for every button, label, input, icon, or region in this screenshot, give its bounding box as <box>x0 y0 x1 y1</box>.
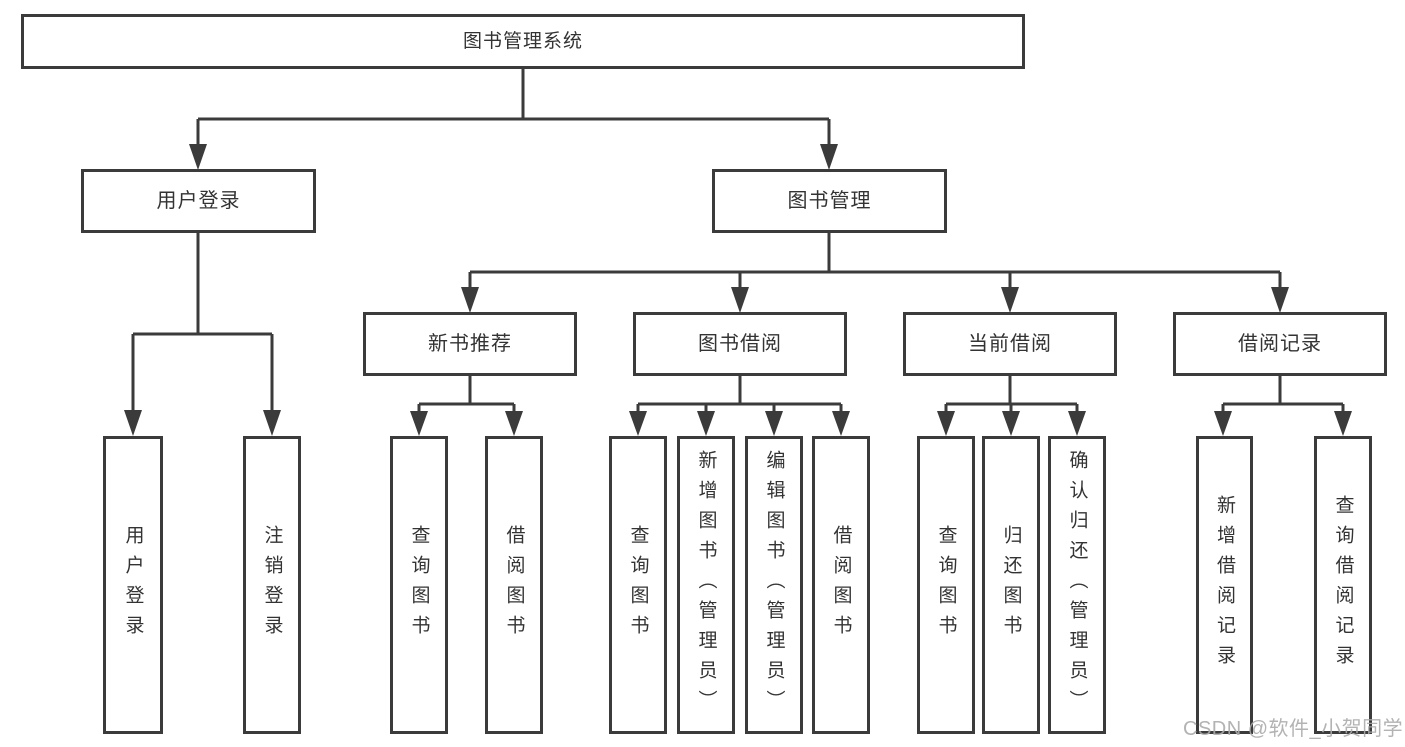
arrowhead <box>505 411 523 436</box>
arrowhead <box>124 410 142 436</box>
arrowhead <box>765 411 783 436</box>
csdn-watermark: CSDN @软件_小贺同学 <box>1183 718 1404 740</box>
arrowhead <box>629 411 647 436</box>
arrowhead <box>410 411 428 436</box>
arrowhead <box>189 144 207 170</box>
node-borrowing-records: 借阅记录 <box>1173 312 1387 376</box>
leaf-add-books-admin: 新增图书（管理员） <box>677 436 735 734</box>
arrowhead <box>1271 287 1289 313</box>
node-current-borrowing: 当前借阅 <box>903 312 1117 376</box>
arrowhead <box>263 410 281 436</box>
arrowhead <box>1068 411 1086 436</box>
leaf-borrow-books-recommend: 借阅图书 <box>485 436 543 734</box>
leaf-return-books: 归还图书 <box>982 436 1040 734</box>
leaf-query-books-current: 查询图书 <box>917 436 975 734</box>
node-user-login-branch: 用户登录 <box>81 169 316 233</box>
leaf-query-borrow-record: 查询借阅记录 <box>1314 436 1372 734</box>
leaf-add-borrow-record: 新增借阅记录 <box>1196 436 1253 734</box>
arrowhead <box>697 411 715 436</box>
leaf-query-books-recommend: 查询图书 <box>390 436 448 734</box>
arrowhead <box>731 287 749 313</box>
leaf-confirm-return-admin: 确认归还（管理员） <box>1048 436 1106 734</box>
node-book-borrowing: 图书借阅 <box>633 312 847 376</box>
leaf-edit-books-admin: 编辑图书（管理员） <box>745 436 803 734</box>
arrowhead <box>1334 411 1352 436</box>
arrowhead <box>1214 411 1232 436</box>
arrowhead <box>937 411 955 436</box>
node-root-system: 图书管理系统 <box>21 14 1025 69</box>
arrowhead <box>832 411 850 436</box>
arrowhead <box>1002 411 1020 436</box>
node-book-management-branch: 图书管理 <box>712 169 947 233</box>
arrowhead <box>820 144 838 170</box>
arrowhead <box>461 287 479 313</box>
leaf-logout: 注销登录 <box>243 436 301 734</box>
leaf-user-login: 用户登录 <box>103 436 163 734</box>
leaf-query-books-borrowing: 查询图书 <box>609 436 667 734</box>
leaf-borrow-books: 借阅图书 <box>812 436 870 734</box>
arrowhead <box>1001 287 1019 313</box>
node-new-book-recommend: 新书推荐 <box>363 312 577 376</box>
